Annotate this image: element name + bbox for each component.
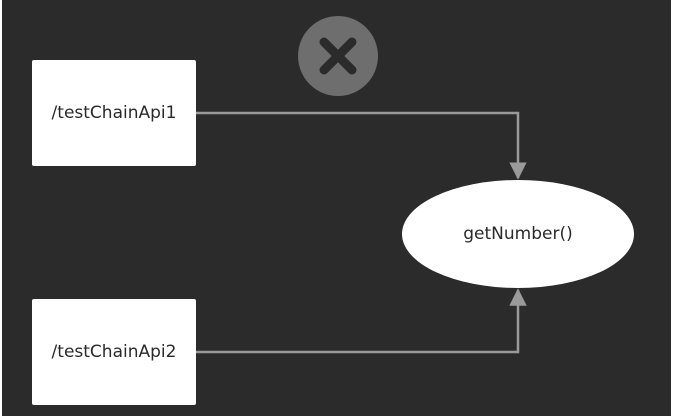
node-testchainapi2: /testChainApi2 xyxy=(32,299,196,405)
node-getnumber: getNumber() xyxy=(402,180,634,288)
node-getnumber-label: getNumber() xyxy=(463,224,573,244)
edge-api1-to-getnumber xyxy=(196,111,527,180)
blocked-close-icon xyxy=(298,16,378,96)
node-testchainapi1: /testChainApi1 xyxy=(32,60,196,166)
edge-api2-to-getnumber xyxy=(196,288,527,354)
node-testchainapi2-label: /testChainApi2 xyxy=(51,342,177,362)
node-testchainapi1-label: /testChainApi1 xyxy=(51,103,177,123)
